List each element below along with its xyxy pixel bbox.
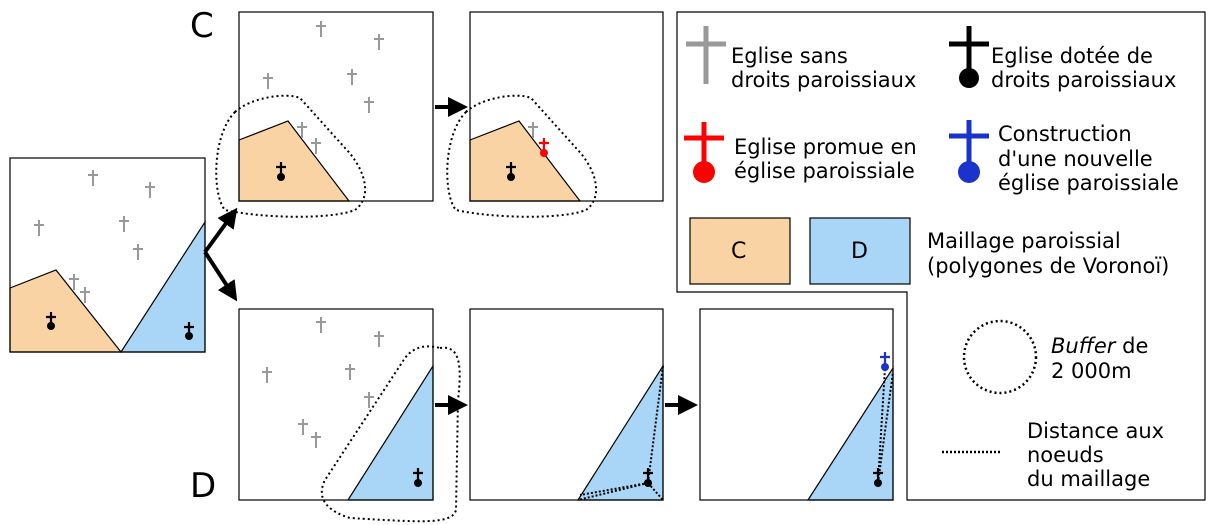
new-church — [880, 352, 890, 371]
legend-no-rights-line2: droits paroissiaux — [731, 68, 917, 92]
row-d — [238, 308, 894, 523]
legend-blue-church-icon — [949, 120, 989, 183]
legend-black-church-icon — [949, 26, 989, 88]
buffer-symbol — [962, 319, 1038, 395]
legend-grey-church-icon — [686, 26, 726, 84]
parish-church-d — [413, 468, 423, 487]
swatch-c-label: C — [731, 239, 747, 264]
legend-distance-line1: Distance aux — [1027, 419, 1165, 443]
panel-c1-frame — [238, 11, 434, 202]
parish-church-c — [276, 162, 286, 181]
swatch-d-label: D — [851, 239, 868, 264]
grey-churches — [263, 21, 384, 154]
legend-promoted-line1: Eglise promue en — [734, 135, 917, 159]
buffer-outline — [320, 345, 461, 523]
legend-new-line2: d'une nouvelle — [998, 147, 1153, 171]
panel-d3-frame — [699, 308, 894, 501]
branch-arrows — [203, 207, 238, 302]
swatch-d — [809, 217, 911, 285]
panel-c2-frame — [469, 11, 664, 202]
grey-churches — [528, 122, 538, 138]
distance-lines — [877, 367, 894, 484]
parish-church-c — [506, 162, 516, 181]
promoted-church — [539, 138, 549, 157]
legend-buffer-line2: 2 000m — [1051, 359, 1132, 383]
legend-with-rights-line2: droits paroissiaux — [991, 68, 1177, 92]
legend-buffer-line1: Buffer de — [1051, 335, 1148, 358]
legend-red-church-icon — [684, 122, 724, 183]
legend-new-line1: Construction — [998, 122, 1132, 146]
panel-label-c: C — [190, 6, 214, 46]
legend-mesh-line1: Maillage paroissial — [927, 229, 1121, 253]
legend-frame — [676, 11, 1206, 501]
panel-d1-frame — [238, 308, 434, 501]
buffer-outline — [215, 94, 367, 218]
parish-church-d — [873, 468, 883, 487]
panel-label-d: D — [190, 466, 217, 506]
legend-mesh-line2: (polygones de Voronoï) — [927, 254, 1170, 278]
swatch-c — [689, 217, 791, 285]
parish-church-d — [184, 322, 194, 340]
legend-promoted-line2: église paroissiale — [734, 159, 915, 183]
buffer-outline — [446, 94, 598, 218]
row-c — [215, 11, 664, 218]
panel-d2-frame — [469, 308, 664, 501]
grey-churches — [34, 170, 155, 303]
legend — [676, 11, 1206, 501]
legend-distance-line3: du maillage — [1027, 467, 1151, 491]
buffer-italic: Buffer — [1051, 334, 1116, 358]
buffer-rest: de — [1115, 334, 1149, 358]
legend-no-rights-line1: Eglise sans — [731, 44, 848, 68]
parish-church-d — [643, 468, 653, 487]
legend-distance-line2: noeuds — [1027, 443, 1104, 467]
parish-church-c — [46, 312, 56, 330]
distance-lines — [577, 365, 664, 501]
legend-with-rights-line1: Eglise dotée de — [991, 44, 1153, 68]
grey-churches — [262, 317, 384, 448]
legend-new-line3: église paroissiale — [998, 171, 1179, 195]
